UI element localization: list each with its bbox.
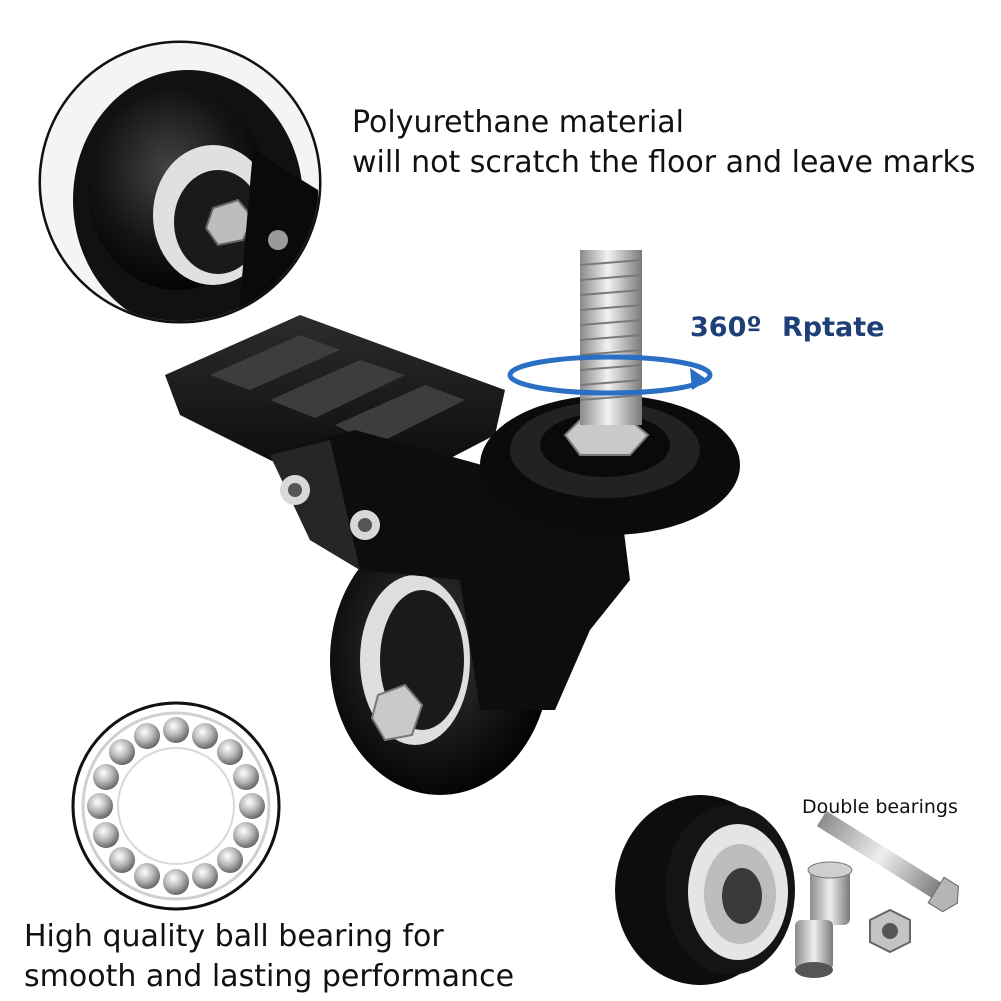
double-bearing-parts-image bbox=[610, 770, 980, 990]
swivel-caster-image bbox=[160, 240, 800, 800]
wheel-closeup-circle bbox=[38, 40, 322, 324]
material-caption-line2: will not scratch the floor and leave mar… bbox=[352, 145, 976, 180]
bearing-caption-line2: smooth and lasting performance bbox=[24, 959, 515, 994]
bearing-caption-line1: High quality ball bearing for bbox=[24, 919, 444, 954]
ball-bearing-circle bbox=[70, 700, 282, 912]
material-caption-line1: Polyurethane material bbox=[352, 105, 684, 140]
rotate-number-label: 360º bbox=[690, 312, 762, 343]
double-bearings-label: Double bearings bbox=[802, 796, 958, 818]
rotate-word-label: Rptate bbox=[782, 312, 885, 343]
